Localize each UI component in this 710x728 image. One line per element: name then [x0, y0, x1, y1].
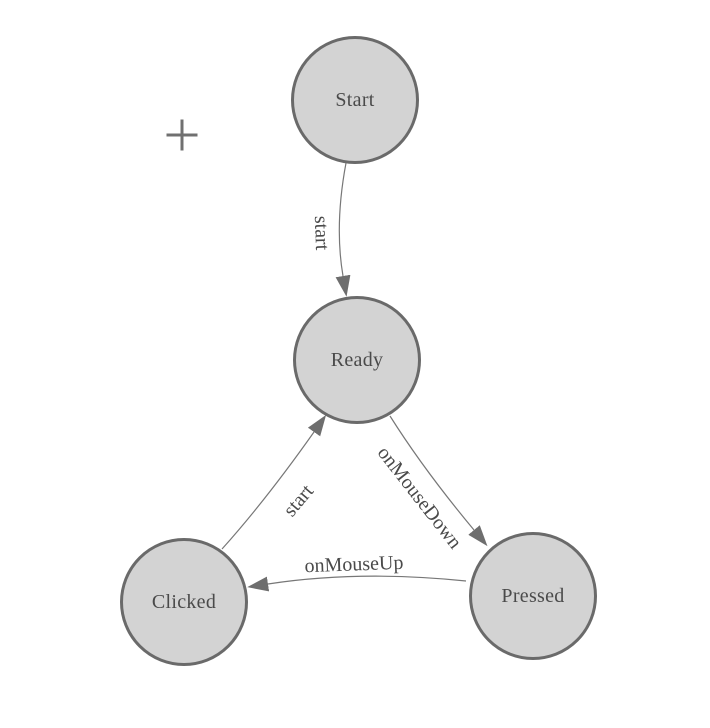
node-clicked[interactable]: Clicked [120, 538, 248, 666]
edge-label-pressed-to-clicked[interactable]: onMouseUp [304, 551, 404, 578]
edge-ready-to-pressed[interactable] [389, 415, 488, 547]
node-ready-label: Ready [330, 348, 384, 371]
edge-pressed-to-clicked[interactable] [247, 575, 467, 592]
node-pressed[interactable]: Pressed [469, 532, 597, 660]
node-pressed-label: Pressed [501, 584, 565, 607]
edge-clicked-to-ready[interactable] [221, 414, 327, 550]
node-start[interactable]: Start [291, 36, 419, 164]
node-ready[interactable]: Ready [293, 296, 421, 424]
edge-start-to-ready[interactable] [335, 162, 351, 297]
edge-label-start-to-ready[interactable]: start [309, 215, 334, 251]
plus-crosshair-icon [166, 119, 198, 151]
node-start-label: Start [335, 88, 375, 111]
node-clicked-label: Clicked [151, 590, 217, 613]
